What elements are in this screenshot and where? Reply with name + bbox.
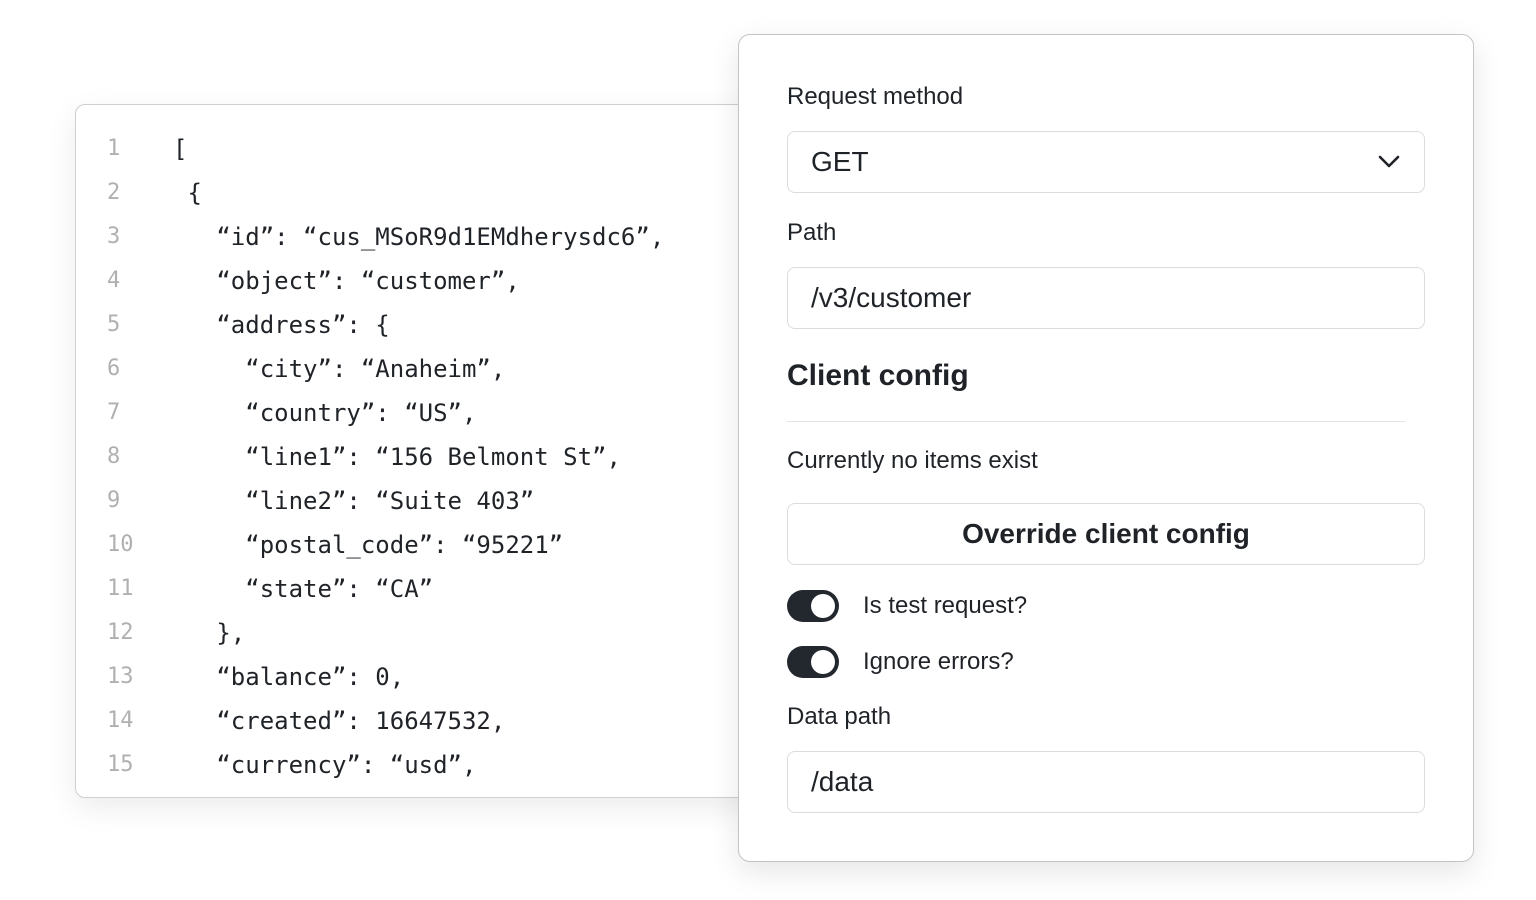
code-text: “state”: “CA”	[173, 575, 434, 603]
line-number: 2	[107, 180, 121, 205]
code-text: “object”: “customer”,	[173, 267, 520, 295]
client-config-title: Client config	[787, 359, 969, 392]
empty-state-text: Currently no items exist	[787, 447, 1038, 474]
ignore-errors-label: Ignore errors?	[863, 648, 1014, 675]
data-path-value: /data	[811, 766, 874, 797]
code-text: {	[173, 179, 202, 207]
code-line: 12 },	[76, 611, 794, 655]
code-text: “postal_code”: “95221”	[173, 531, 564, 559]
toggle-knob	[811, 594, 835, 618]
line-number: 1	[107, 136, 121, 161]
data-path-input[interactable]: /data	[787, 751, 1425, 813]
code-text: “city”: “Anaheim”,	[173, 355, 506, 383]
path-input[interactable]: /v3/customer	[787, 267, 1425, 329]
request-method-value: GET	[811, 146, 869, 177]
line-number: 13	[107, 664, 134, 689]
code-line: 1[	[76, 127, 794, 171]
override-client-config-button[interactable]: Override client config	[787, 503, 1425, 565]
code-text: “id”: “cus_MSoR9d1EMdherysdc6”,	[173, 223, 665, 251]
code-text: “address”: {	[173, 311, 390, 339]
code-line: 14 “created”: 16647532,	[76, 699, 794, 743]
ignore-errors-toggle[interactable]	[787, 646, 839, 678]
line-number: 11	[107, 576, 134, 601]
request-method-label: Request method	[787, 83, 964, 110]
code-text: “line2”: “Suite 403”	[173, 487, 535, 515]
line-number: 15	[107, 752, 134, 777]
code-line: 2 {	[76, 171, 794, 215]
code-text: “country”: “US”,	[173, 399, 477, 427]
test-request-toggle[interactable]	[787, 590, 839, 622]
section-divider	[787, 421, 1405, 422]
code-editor-panel: 1[2 {3 “id”: “cus_MSoR9d1EMdherysdc6”,4 …	[75, 104, 795, 798]
line-number: 12	[107, 620, 134, 645]
line-number: 14	[107, 708, 134, 733]
line-number: 5	[107, 312, 121, 337]
code-line: 6 “city”: “Anaheim”,	[76, 347, 794, 391]
code-line: 9 “line2”: “Suite 403”	[76, 479, 794, 523]
code-text: “balance”: 0,	[173, 663, 405, 691]
chevron-down-icon	[1377, 150, 1401, 174]
path-label: Path	[787, 219, 837, 246]
test-request-label: Is test request?	[863, 592, 1028, 619]
code-text: “created”: 16647532,	[173, 707, 506, 735]
code-line: 10 “postal_code”: “95221”	[76, 523, 794, 567]
code-lines: 1[2 {3 “id”: “cus_MSoR9d1EMdherysdc6”,4 …	[76, 127, 794, 787]
line-number: 7	[107, 400, 121, 425]
line-number: 3	[107, 224, 121, 249]
code-text: “currency”: “usd”,	[173, 751, 477, 779]
request-config-panel: Request method GET Path /v3/customer Cli…	[738, 34, 1474, 862]
line-number: 9	[107, 488, 121, 513]
line-number: 6	[107, 356, 121, 381]
code-line: 15 “currency”: “usd”,	[76, 743, 794, 787]
code-text: [	[173, 135, 188, 163]
request-method-select[interactable]: GET	[787, 131, 1425, 193]
code-line: 11 “state”: “CA”	[76, 567, 794, 611]
data-path-label: Data path	[787, 703, 892, 730]
line-number: 10	[107, 532, 134, 557]
code-line: 7 “country”: “US”,	[76, 391, 794, 435]
code-line: 13 “balance”: 0,	[76, 655, 794, 699]
line-number: 8	[107, 444, 121, 469]
ignore-errors-toggle-row: Ignore errors?	[787, 645, 1014, 679]
code-line: 5 “address”: {	[76, 303, 794, 347]
line-number: 4	[107, 268, 121, 293]
code-text: “line1”: “156 Belmont St”,	[173, 443, 621, 471]
code-line: 8 “line1”: “156 Belmont St”,	[76, 435, 794, 479]
path-value: /v3/customer	[811, 282, 972, 313]
code-text: },	[173, 619, 246, 647]
code-line: 4 “object”: “customer”,	[76, 259, 794, 303]
toggle-knob	[811, 650, 835, 674]
code-line: 3 “id”: “cus_MSoR9d1EMdherysdc6”,	[76, 215, 794, 259]
test-request-toggle-row: Is test request?	[787, 589, 1027, 623]
